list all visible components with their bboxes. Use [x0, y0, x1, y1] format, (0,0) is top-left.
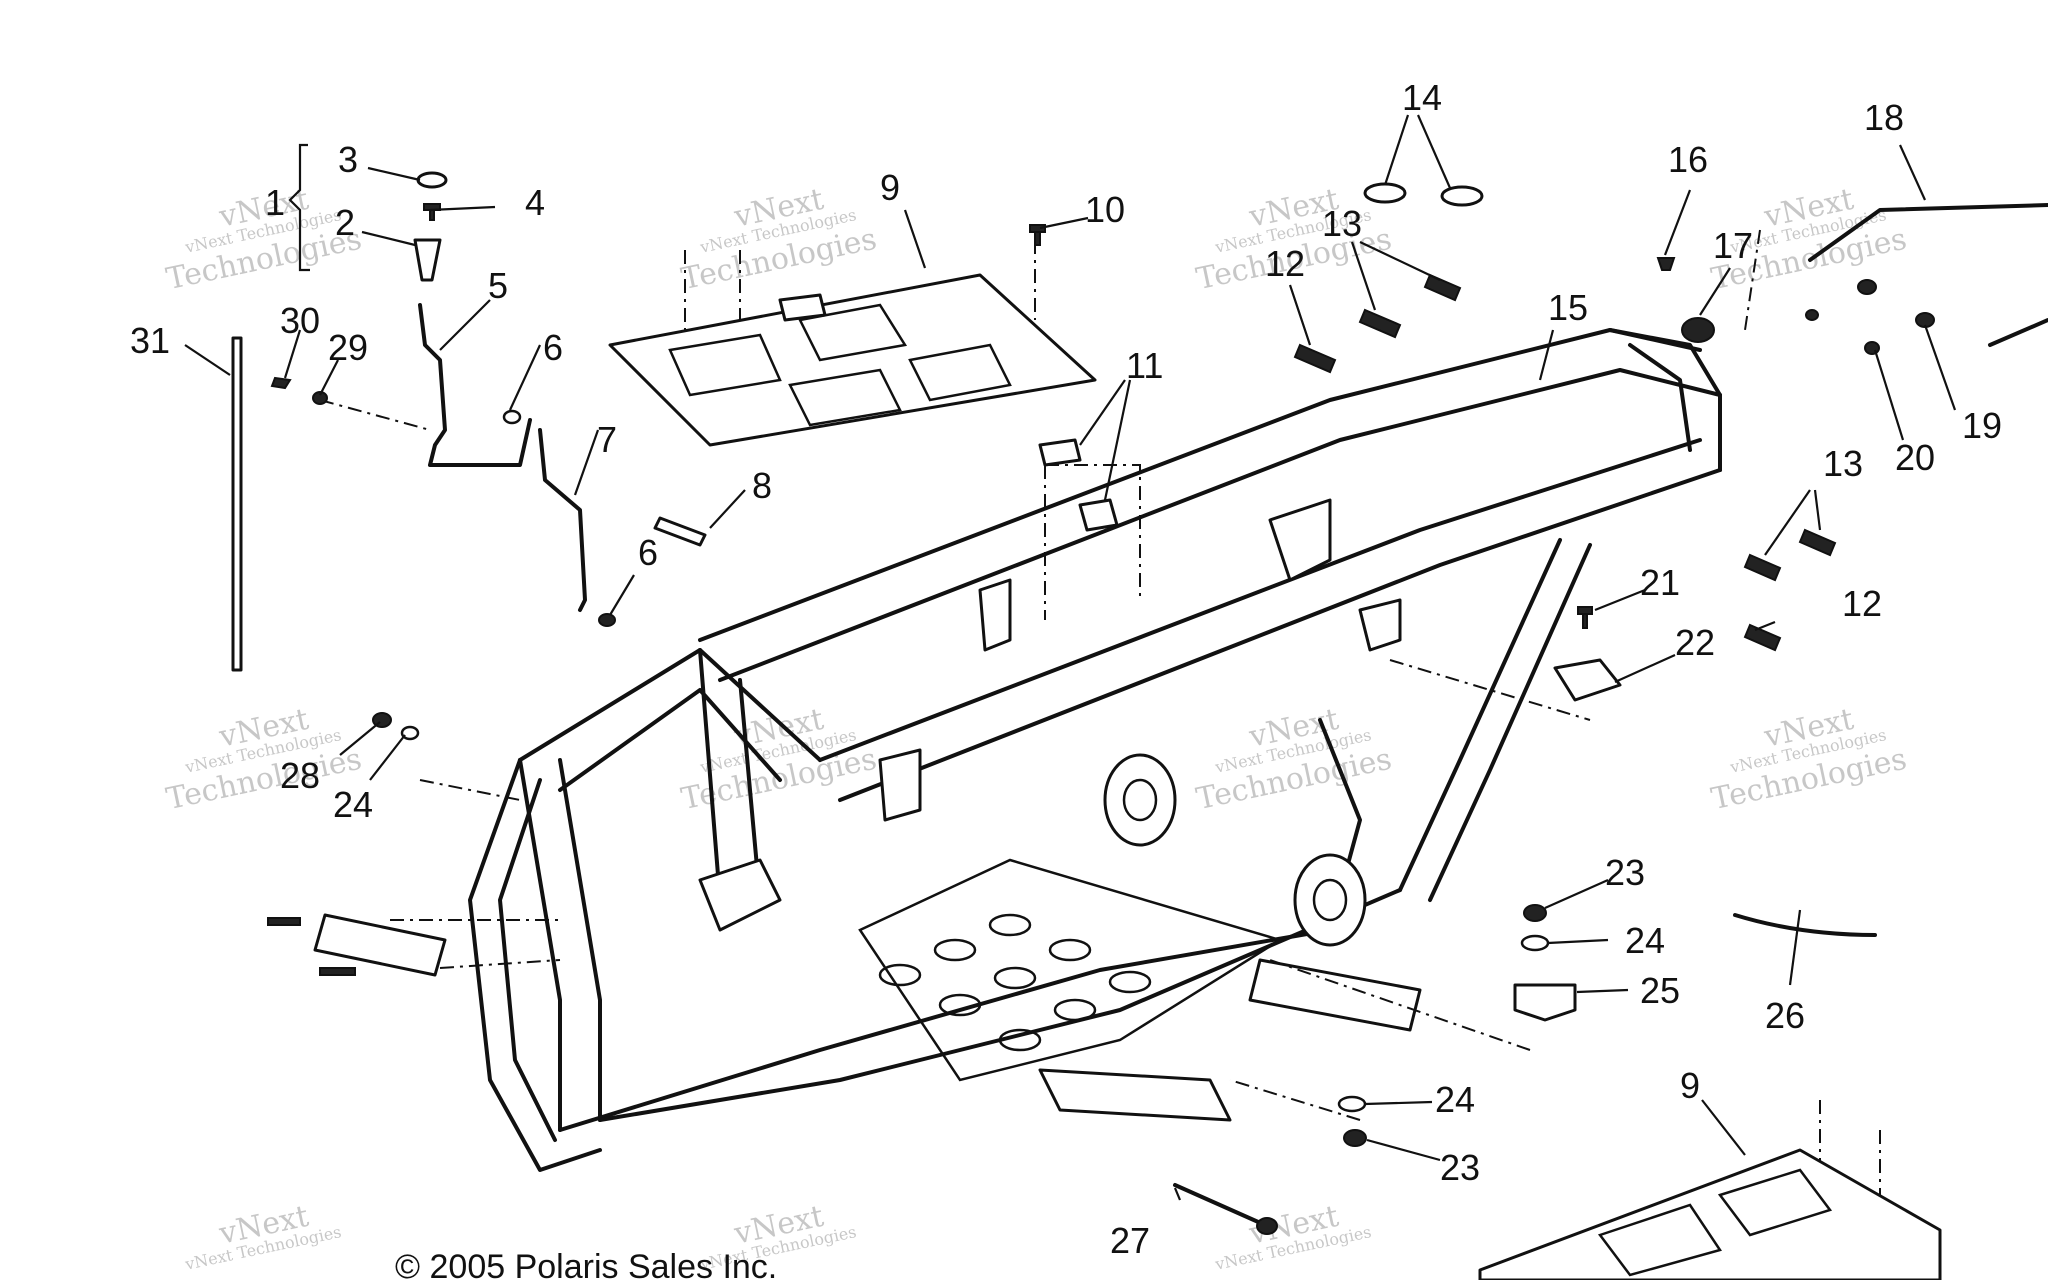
brake-line	[538, 428, 587, 612]
callout-6a: 6	[543, 327, 563, 368]
vent-tube	[418, 303, 532, 467]
callout-5: 5	[488, 265, 508, 306]
skid-plate-holes	[878, 913, 1152, 1052]
callout-13b: 13	[1823, 443, 1863, 484]
leader-lines	[184, 114, 1957, 1201]
watermark: vNext vNext Technologies Technologies	[1708, 702, 1909, 817]
callout-4: 4	[525, 182, 545, 223]
callout-27: 27	[1110, 1220, 1150, 1261]
callout-24c: 24	[333, 784, 373, 825]
callout-10: 10	[1085, 189, 1125, 230]
callout-31: 31	[130, 320, 170, 361]
storage-plate	[608, 273, 1097, 447]
callout-24a: 24	[1625, 920, 1665, 961]
callout-2: 2	[335, 202, 355, 243]
atv-frame	[468, 328, 1722, 1172]
callout-8: 8	[752, 465, 772, 506]
bumper-pad	[1440, 185, 1484, 207]
callout-26: 26	[1765, 995, 1805, 1036]
rod	[231, 336, 243, 672]
cap-top	[416, 171, 448, 189]
callout-9a: 9	[880, 167, 900, 208]
callout-15: 15	[1548, 287, 1588, 328]
callout-7: 7	[597, 419, 617, 460]
bushing	[1038, 438, 1082, 467]
callout-23b: 23	[1440, 1147, 1480, 1188]
bushing	[1078, 498, 1119, 532]
callout-28: 28	[280, 755, 320, 796]
callout-24b: 24	[1435, 1079, 1475, 1120]
callout-21: 21	[1640, 562, 1680, 603]
mount-bracket	[1553, 658, 1622, 702]
callout-9b: 9	[1680, 1065, 1700, 1106]
callout-3: 3	[338, 139, 358, 180]
pin	[653, 516, 707, 547]
storage-plate-lower	[1478, 1148, 1942, 1280]
long-bolt	[1173, 1183, 1267, 1227]
callout-1: 1	[265, 182, 285, 223]
watermark: vNext vNext Technologies	[1213, 1199, 1373, 1274]
cable-strap	[1733, 913, 1877, 937]
callout-30: 30	[280, 300, 320, 341]
watermark: vNext vNext Technologies Technologies	[678, 182, 879, 297]
callout-17: 17	[1713, 225, 1753, 266]
callout-25: 25	[1640, 970, 1680, 1011]
callouts: 1 2 3 4 5 6 6 7 8 9 9 10 11 12 12 13 13 …	[130, 77, 2002, 1261]
bumper-pad	[1363, 182, 1407, 204]
rubber-mount	[1513, 983, 1577, 1022]
callout-29: 29	[328, 327, 368, 368]
callout-22: 22	[1675, 622, 1715, 663]
callout-16: 16	[1668, 139, 1708, 180]
parts	[231, 171, 2048, 1280]
callout-23a: 23	[1605, 852, 1645, 893]
callout-6b: 6	[638, 532, 658, 573]
callout-19: 19	[1962, 405, 2002, 446]
callout-14: 14	[1402, 77, 1442, 118]
rack-bar	[1808, 203, 2048, 262]
watermark: vNext vNext Technologies Technologies	[163, 182, 364, 297]
watermark: vNext vNext Technologies Technologies	[1193, 702, 1394, 817]
callout-18: 18	[1864, 97, 1904, 138]
watermark: vNext vNext Technologies	[183, 1199, 343, 1274]
callout-12a: 12	[1265, 243, 1305, 284]
callout-11: 11	[1126, 345, 1163, 386]
cap-body	[413, 238, 442, 282]
copyright-notice: © 2005 Polaris Sales Inc.	[395, 1248, 778, 1286]
callout-20: 20	[1895, 437, 1935, 478]
callout-12b: 12	[1842, 583, 1882, 624]
callout-13a: 13	[1322, 203, 1362, 244]
